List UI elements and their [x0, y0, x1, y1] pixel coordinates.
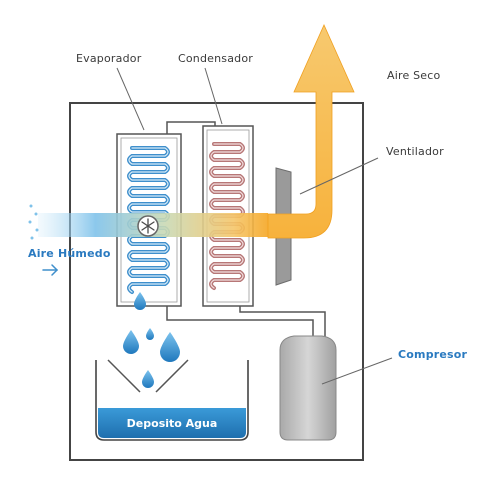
compressor-pipe-1 — [166, 306, 314, 340]
drop-icon — [160, 332, 180, 362]
ventilador-label: Ventilador — [386, 145, 444, 158]
deposito-label: Deposito Agua — [127, 417, 218, 430]
water-tank-fill — [98, 408, 246, 438]
aire-seco-label: Aire Seco — [387, 69, 441, 82]
drop-icon — [134, 292, 146, 310]
water-drops — [123, 292, 180, 388]
compressor-pipe-2 — [239, 306, 326, 340]
compresor-label: Compresor — [398, 348, 468, 361]
evaporador-label: Evaporador — [76, 52, 142, 65]
aire-humedo-label: Aire Húmedo — [28, 247, 111, 260]
water-tank-outline — [95, 360, 249, 441]
drop-icon — [146, 328, 154, 340]
dry-air-arrow — [267, 24, 355, 239]
condensador-label: Condensador — [178, 52, 253, 65]
humid-air-dots — [28, 204, 39, 240]
drip-funnel — [107, 359, 189, 393]
compressor — [279, 335, 337, 441]
humid-air-arrow-icon — [42, 264, 59, 276]
leader-lines — [116, 67, 393, 385]
drop-icon — [123, 330, 139, 354]
drop-icon — [142, 370, 154, 388]
